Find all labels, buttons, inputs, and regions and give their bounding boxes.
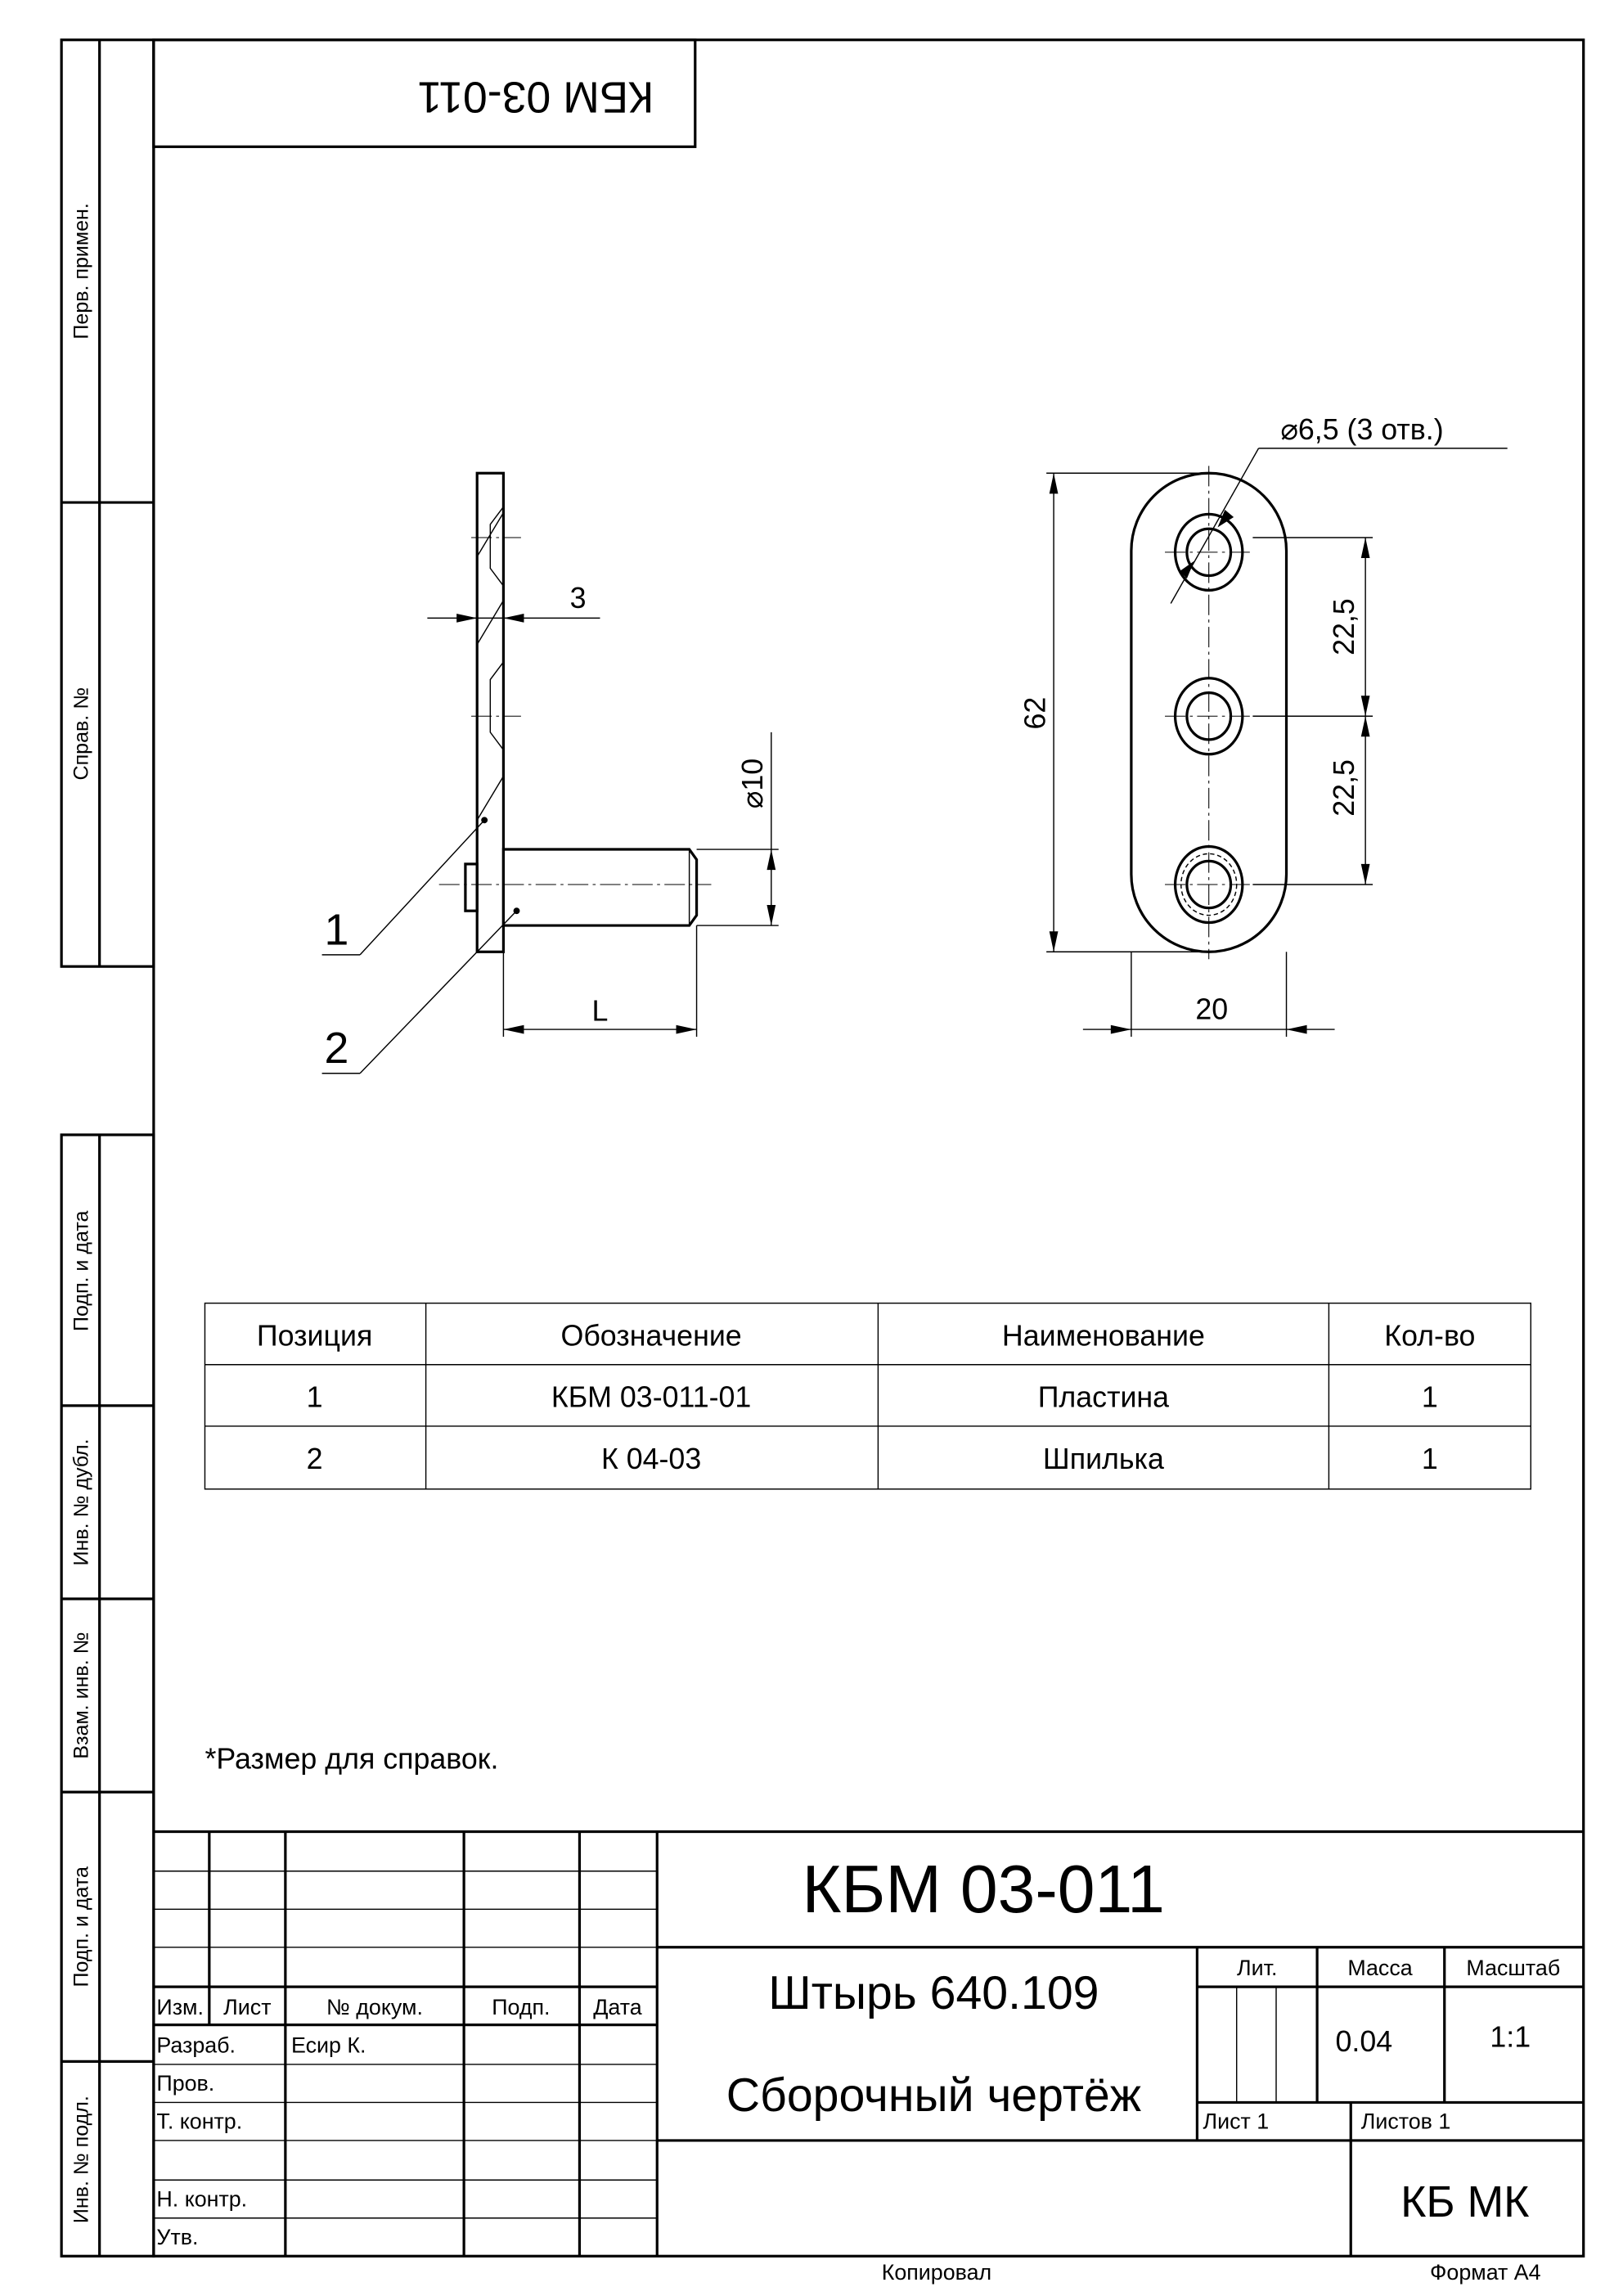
side-label-sprav: Справ. № <box>70 687 92 781</box>
reference-note: *Размер для справок. <box>205 1743 498 1776</box>
table-header-position: Позиция <box>257 1320 372 1353</box>
table-header-designation: Обозначение <box>561 1320 742 1353</box>
dim-width: 20 <box>1195 993 1228 1026</box>
side-label-perv-primen: Перв. примен. <box>70 203 92 339</box>
front-view <box>1130 466 1288 960</box>
table-cell: 2 <box>307 1443 323 1475</box>
dim-pitch-2: 22,5 <box>1328 759 1360 817</box>
callout-1: 1 <box>325 905 349 954</box>
organization: КБ МК <box>1400 2177 1529 2226</box>
scale-value: 1:1 <box>1490 2020 1531 2053</box>
sheet-count: Листов 1 <box>1361 2109 1451 2134</box>
footer-format: Формат А4 <box>1430 2260 1541 2285</box>
role-developer: Разраб. <box>156 2033 236 2058</box>
dim-thickness: 3 <box>570 582 587 615</box>
col-header-doc-no: № докум. <box>326 1995 423 2019</box>
side-label-vzam-inv: Взам. инв. № <box>70 1632 92 1759</box>
callouts: 1 2 <box>321 817 520 1074</box>
table-cell: 1 <box>1422 1443 1438 1475</box>
table-header-qty: Кол-во <box>1384 1320 1475 1353</box>
footer: Копировал Формат А4 <box>882 2260 1541 2285</box>
side-label-inv-dubl: Инв. № дубл. <box>70 1438 92 1565</box>
lit-label: Лит. <box>1237 1956 1277 1980</box>
side-label-inv-podl: Инв. № подл. <box>70 2096 92 2223</box>
dim-pin-diameter: ⌀10 <box>736 759 769 808</box>
table-cell: 1 <box>1422 1381 1438 1414</box>
mass-label: Масса <box>1347 1956 1412 1980</box>
side-strip-labels: Перв. примен. Справ. № Подп. и дата Инв.… <box>70 203 92 2223</box>
dim-hole: ⌀6,5 (3 отв.) <box>1280 413 1443 446</box>
side-dimensions: 3 ⌀10 L <box>427 582 779 1038</box>
table-cell: К 04-03 <box>601 1443 701 1475</box>
col-header-sign: Подп. <box>492 1995 550 2019</box>
front-dimensions: 62 22,5 22,5 20 ⌀6,5 (3 отв.) <box>1018 413 1508 1038</box>
developer-name: Есир К. <box>291 2033 366 2058</box>
col-header-date: Дата <box>593 1995 641 2019</box>
sheet-number: Лист 1 <box>1203 2109 1270 2134</box>
sheet-frame <box>60 38 1585 2258</box>
dim-height: 62 <box>1018 697 1051 730</box>
title-name: Штырь 640.109 <box>768 1967 1099 2019</box>
role-tech-control: Т. контр. <box>156 2109 242 2134</box>
title-doc-type: Сборочный чертёж <box>726 2069 1142 2122</box>
table-header-name: Наименование <box>1002 1320 1205 1353</box>
doc-code-rotated: КБМ 03-011 <box>417 73 654 122</box>
role-checker: Пров. <box>156 2071 214 2096</box>
col-header-izm: Изм. <box>156 1995 203 2019</box>
table-cell: 1 <box>307 1381 323 1414</box>
parts-table: Позиция Обозначение Наименование Кол-во … <box>204 1302 1532 1490</box>
table-cell: Шпилька <box>1043 1443 1164 1475</box>
callout-2: 2 <box>325 1024 349 1073</box>
scale-label: Масштаб <box>1466 1956 1560 1980</box>
dim-pitch-1: 22,5 <box>1328 598 1360 655</box>
title-designation: КБМ 03-011 <box>802 1853 1164 1927</box>
table-cell: Пластина <box>1038 1381 1169 1414</box>
side-view <box>438 471 712 953</box>
role-approved: Утв. <box>156 2225 198 2249</box>
side-label-podp-data-1: Подп. и дата <box>70 1210 92 1331</box>
mass-value: 0.04 <box>1336 2025 1393 2058</box>
footer-copied: Копировал <box>882 2260 991 2285</box>
col-header-list: Лист <box>223 1995 271 2019</box>
title-block: КБМ 03-011 Штырь 640.109 Сборочный чертё… <box>153 1830 1584 2257</box>
side-label-podp-data-2: Подп. и дата <box>70 1866 92 1988</box>
dim-pin-length: L <box>592 994 609 1027</box>
role-norm-control: Н. контр. <box>156 2186 247 2211</box>
table-cell: КБМ 03-011-01 <box>551 1381 751 1414</box>
